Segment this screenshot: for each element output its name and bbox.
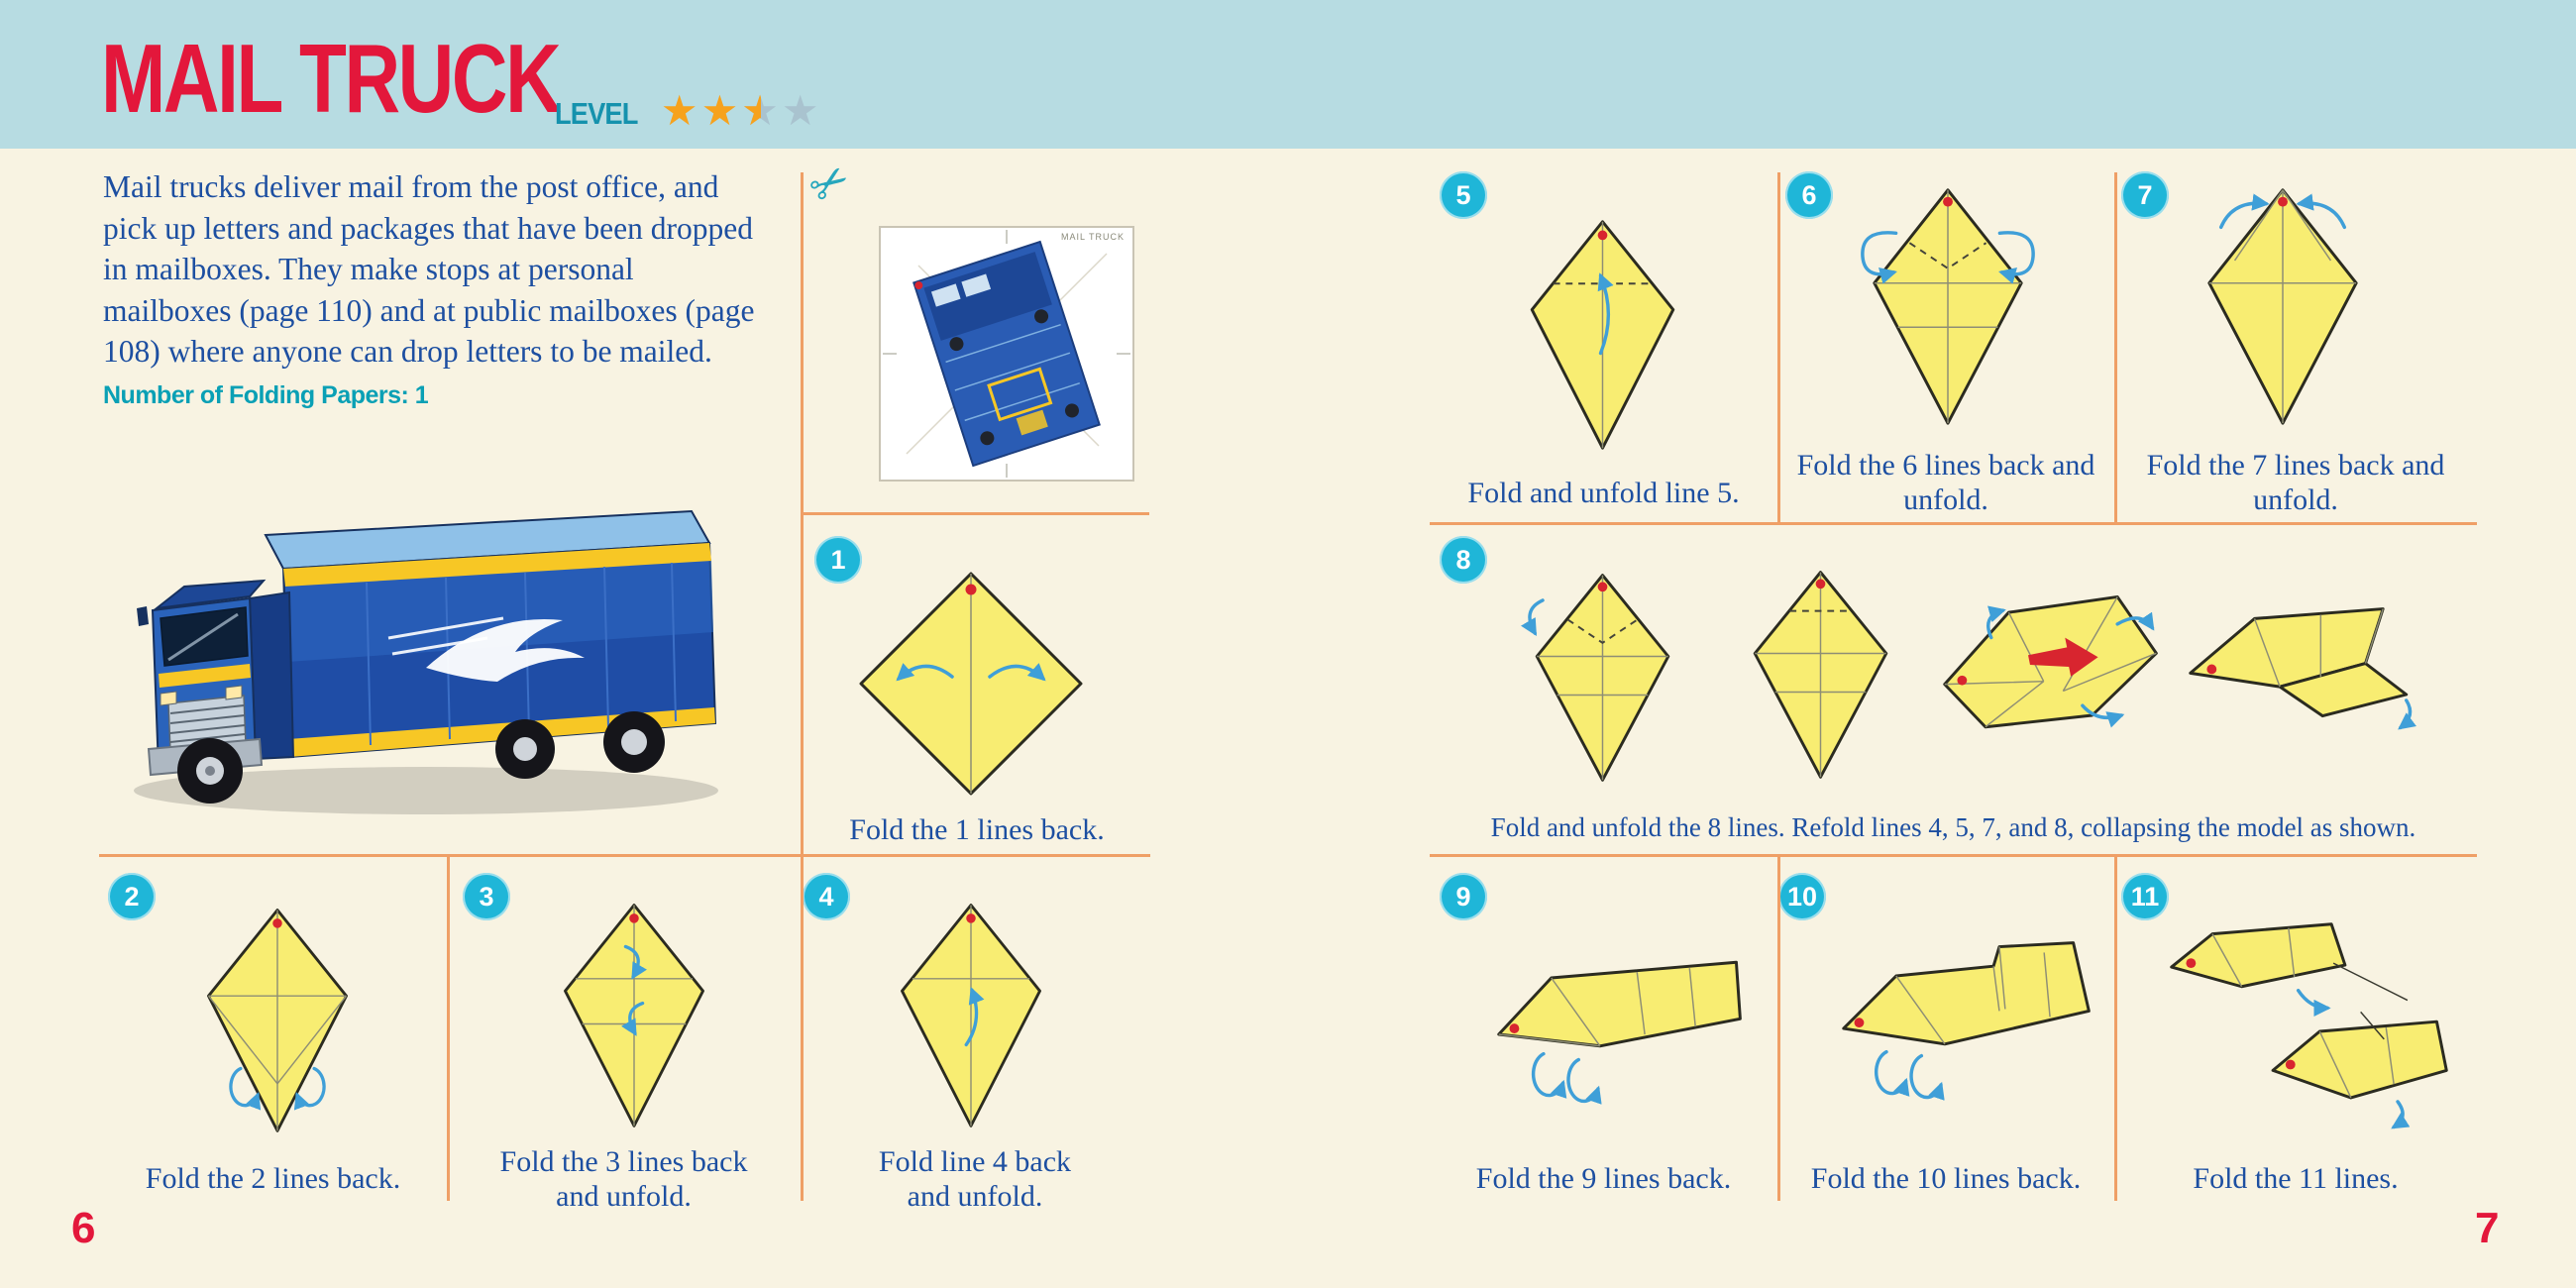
paper-pattern-label: MAIL TRUCK bbox=[1061, 232, 1125, 242]
step-8-diagram-d bbox=[2189, 607, 2417, 730]
step-badge-1: 1 bbox=[814, 536, 862, 584]
truck-wheels bbox=[177, 711, 665, 804]
folding-papers-note: Number of Folding Papers: 1 bbox=[103, 380, 429, 409]
step-badge-3: 3 bbox=[463, 873, 510, 920]
mail-truck-title: MAIL TRUCK bbox=[101, 24, 562, 133]
step-caption-8: Fold and unfold the 8 lines. Refold line… bbox=[1490, 812, 2416, 842]
step-badge-10: 10 bbox=[1778, 873, 1826, 920]
page-number-right: 7 bbox=[2475, 1204, 2500, 1252]
step-badge-4: 4 bbox=[803, 873, 850, 920]
step-8-diagram-b bbox=[1753, 571, 1888, 779]
divider bbox=[2114, 854, 2117, 1201]
divider bbox=[1777, 172, 1780, 522]
level-label: LEVEL bbox=[555, 95, 638, 131]
step-caption-5: Fold and unfold line 5. bbox=[1467, 477, 1740, 509]
step-10-diagram bbox=[1842, 941, 2091, 1101]
divider bbox=[1777, 854, 1780, 1201]
step-caption-11: Fold the 11 lines. bbox=[2193, 1162, 2399, 1195]
divider bbox=[801, 512, 1149, 515]
step-badge-5: 5 bbox=[1440, 171, 1487, 219]
step-9-diagram bbox=[1497, 960, 1742, 1105]
step-4-diagram bbox=[901, 904, 1041, 1127]
step-caption-7: Fold the 7 lines back and unfold. bbox=[2146, 449, 2445, 517]
truck-box bbox=[264, 509, 717, 759]
step-2-diagram bbox=[207, 909, 348, 1132]
step-caption-9: Fold the 9 lines back. bbox=[1475, 1162, 1732, 1195]
title-banner: MAIL TRUCK LEVEL ★★★★★ bbox=[0, 0, 2576, 149]
step-badge-8: 8 bbox=[1440, 536, 1487, 584]
postal-bird-logo bbox=[387, 616, 585, 682]
paper-pattern-thumbnail: MAIL TRUCK bbox=[879, 226, 1134, 482]
divider bbox=[801, 854, 804, 1201]
step-8-diagram-a bbox=[1521, 574, 1670, 782]
divider bbox=[1430, 854, 2477, 857]
step-8-diagram-c bbox=[1943, 594, 2158, 729]
step-badge-7: 7 bbox=[2121, 171, 2169, 219]
step-badge-9: 9 bbox=[1440, 873, 1487, 920]
level-stars: ★★★★★ bbox=[660, 86, 819, 135]
star-full-icon: ★ bbox=[700, 86, 739, 135]
intro-text: Mail trucks deliver mail from the post o… bbox=[103, 169, 755, 370]
step-caption-2: Fold the 2 lines back. bbox=[145, 1162, 401, 1195]
divider bbox=[2114, 172, 2117, 522]
mail-truck-photo bbox=[134, 509, 718, 814]
step-badge-6: 6 bbox=[1785, 171, 1833, 219]
step-5-diagram bbox=[1530, 220, 1675, 450]
star-half-icon: ★★ bbox=[741, 86, 779, 135]
printed-truck-pattern bbox=[912, 240, 1101, 468]
step-badge-11: 11 bbox=[2121, 873, 2169, 920]
difficulty-level: LEVEL ★★★★★ bbox=[555, 86, 819, 135]
step-caption-10: Fold the 10 lines back. bbox=[1810, 1162, 2082, 1195]
step-caption-6: Fold the 6 lines back and unfold. bbox=[1796, 449, 2095, 517]
step-1-diagram bbox=[859, 572, 1083, 796]
star-empty-icon: ★ bbox=[781, 86, 819, 135]
step-badge-2: 2 bbox=[108, 873, 156, 920]
divider bbox=[1430, 522, 2477, 525]
step-7-diagram bbox=[2207, 188, 2358, 425]
step-6-diagram bbox=[1861, 188, 2035, 425]
step-caption-3: Fold the 3 lines back and unfold. bbox=[499, 1145, 748, 1214]
step-11-diagram bbox=[2170, 922, 2448, 1129]
divider bbox=[99, 854, 1150, 857]
step-caption-4: Fold line 4 back and unfold. bbox=[878, 1145, 1072, 1214]
star-full-icon: ★ bbox=[660, 86, 698, 135]
step-3-diagram bbox=[564, 904, 704, 1127]
divider bbox=[447, 854, 450, 1201]
page-number-left: 6 bbox=[71, 1204, 96, 1252]
intro-paragraph: Mail trucks deliver mail from the post o… bbox=[103, 166, 765, 413]
scissors-icon: ✂ bbox=[798, 150, 861, 217]
step-caption-1: Fold the 1 lines back. bbox=[849, 813, 1105, 846]
